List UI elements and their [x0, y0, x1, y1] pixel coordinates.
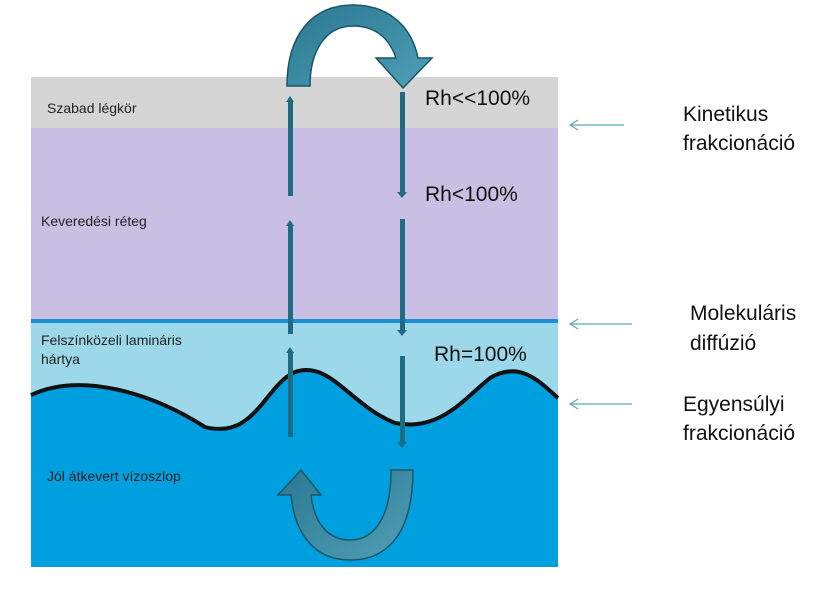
equilibrium-pointer-arrow [568, 398, 632, 410]
top-circulation-arrow [286, 4, 434, 90]
downward-flux-arrow [397, 92, 407, 448]
humidity-middle-label: Rh<100% [425, 183, 518, 206]
equilibrium-label-line1: Egyensúlyi [683, 393, 785, 416]
humidity-bottom-label: Rh=100% [434, 343, 527, 366]
mixing-layer-label: Keveredési réteg [41, 213, 147, 229]
molecular-pointer-arrow [568, 318, 632, 330]
laminar-film-label-line1: Felszínközeli lamináris [41, 332, 182, 348]
mixing-layer [31, 128, 558, 320]
laminar-film-label-line2: hártya [41, 351, 80, 367]
water-surface-wave [30, 368, 560, 431]
upward-flux-arrow [286, 96, 294, 437]
kinetic-label-line2: frakcionáció [683, 132, 795, 155]
water-column-label: Jól átkevert vízoszlop [47, 468, 181, 484]
kinetic-label-line1: Kinetikus [683, 103, 768, 126]
molecular-label-line2: diffúzió [690, 332, 756, 355]
equilibrium-label-line2: frakcionáció [683, 422, 795, 445]
humidity-top-label: Rh<<100% [425, 87, 530, 110]
well-mixed-water-layer [31, 369, 558, 567]
molecular-label-line1: Molekuláris [690, 302, 796, 325]
kinetic-pointer-arrow [568, 119, 624, 131]
bottom-circulation-arrow [276, 468, 414, 561]
free-atmosphere-label: Szabad légkör [47, 100, 137, 116]
